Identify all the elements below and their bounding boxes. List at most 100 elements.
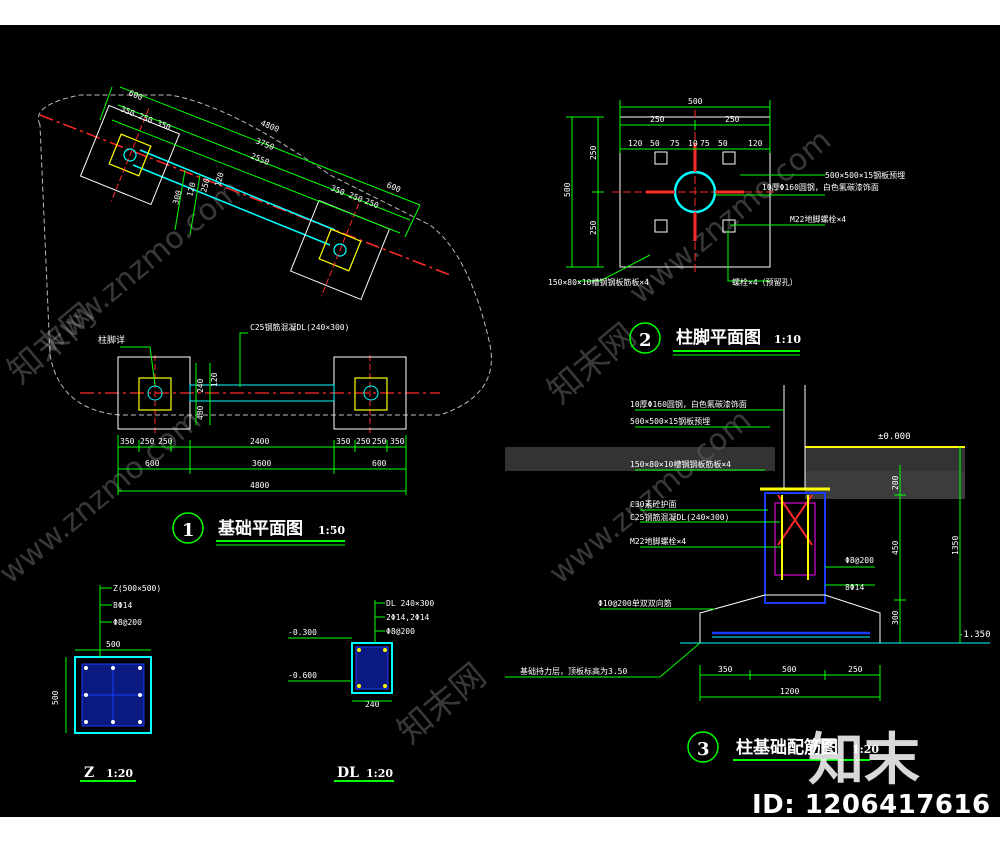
section3-label: Φ10@200单双双向筋 [598, 598, 672, 608]
watermark-url: www.znzmo.com [543, 403, 758, 592]
svg-text:2: 2 [639, 330, 652, 351]
svg-text:50: 50 [718, 139, 728, 148]
svg-text:300: 300 [171, 189, 183, 205]
svg-text:350: 350 [336, 437, 351, 446]
section3-label: 150×80×10槽钢钢板筋板×4 [630, 459, 731, 469]
svg-text:250: 250 [725, 115, 740, 124]
rotated-footing-left [79, 104, 181, 206]
z-label: Φ8@200 [113, 618, 142, 627]
svg-text:500: 500 [688, 97, 703, 106]
gravel-layer [805, 471, 965, 499]
svg-text:120: 120 [210, 372, 219, 387]
svg-text:350: 350 [119, 105, 136, 119]
watermark-cn: 知末网 [390, 656, 494, 752]
plan2-label: M22地脚螺栓×4 [790, 214, 846, 224]
section3: 10厚Φ160圆钢，白色氟碳漆饰面 500×500×15钢板预埋 150×80×… [505, 385, 991, 763]
svg-text:2400: 2400 [250, 437, 269, 446]
title-bubble-1 [172, 512, 204, 544]
plan2-label: 10厚Φ160圆钢，白色氟碳漆饰面 [762, 182, 879, 192]
rotated-beam-top [139, 149, 336, 231]
svg-text:1350: 1350 [951, 536, 960, 555]
svg-text:3600: 3600 [252, 459, 271, 468]
svg-text:250: 250 [347, 191, 364, 205]
svg-text:240: 240 [196, 378, 205, 393]
ground-hatch-right [805, 447, 965, 471]
title-section3: 柱基础配筋图 [736, 737, 838, 758]
svg-text:350: 350 [718, 665, 733, 674]
plan2-label: 150×80×10槽钢钢板筋板×4 [548, 277, 649, 287]
svg-text:10: 10 [688, 139, 698, 148]
brand-logo: 知末 [808, 728, 920, 793]
section3-label: 10厚Φ160圆钢，白色氟碳漆饰面 [630, 399, 747, 409]
title-bubble-3 [687, 731, 719, 763]
watermark-url: www.znzmo.com [0, 403, 208, 592]
svg-text:500: 500 [106, 640, 121, 649]
rotated-beam-bottom [132, 164, 331, 246]
svg-text:500: 500 [563, 182, 572, 197]
svg-text:4800: 4800 [250, 481, 269, 490]
plan1: 600 350 250 350 4800 3750 2550 350 250 2… [38, 86, 492, 546]
rotated-dims-text: 600 350 250 350 4800 3750 2550 350 250 2… [119, 89, 402, 211]
plan2-leaders [578, 174, 825, 282]
svg-text:2550: 2550 [249, 152, 270, 168]
section3-dim-lines [699, 447, 961, 701]
svg-text:3: 3 [697, 739, 710, 760]
svg-text:450: 450 [891, 540, 900, 555]
svg-text:1: 1 [182, 520, 195, 541]
level-bottom: -1.350 [958, 630, 991, 640]
svg-text:350: 350 [390, 437, 405, 446]
watermark-cn: 知末网 [0, 296, 104, 392]
dl-label: DL 240×300 [386, 599, 434, 608]
svg-text:250: 250 [589, 220, 598, 235]
svg-text:4800: 4800 [259, 119, 280, 135]
plan1-dims-text: 350 250 250 2400 350 250 250 350 600 360… [120, 437, 405, 490]
svg-text:300: 300 [891, 610, 900, 625]
svg-text:250: 250 [650, 115, 665, 124]
svg-text:1:20: 1:20 [106, 767, 133, 780]
section3-label: C25钢筋混凝DL(240×300) [630, 512, 729, 522]
anchor-bolts [654, 151, 736, 233]
svg-text:350: 350 [329, 184, 346, 198]
svg-text:120: 120 [213, 171, 225, 187]
detail-dl: DL 240×300 2Φ14,2Φ14 Φ8@200 -0.300 -0.60… [288, 599, 434, 782]
label-beam: C25钢筋混凝DL(240×300) [250, 322, 349, 332]
svg-text:350: 350 [120, 437, 135, 446]
beam-section [351, 642, 393, 694]
svg-text:1:10: 1:10 [774, 333, 801, 346]
label-pile: 柱脚详 [98, 334, 125, 346]
section3-label: M22地脚螺栓×4 [630, 536, 686, 546]
rotated-dimension-lines [99, 86, 421, 238]
svg-text:120: 120 [185, 181, 197, 197]
plan1-dim-lines [117, 435, 407, 495]
svg-text:75: 75 [670, 139, 680, 148]
svg-text:250: 250 [140, 437, 155, 446]
cad-drawing: www.znzmo.com www.znzmo.com www.znzmo.co… [0, 86, 991, 782]
section3-label: 8Φ14 [845, 583, 864, 592]
svg-text:600: 600 [127, 89, 144, 103]
z-label: Z(500×500) [113, 584, 161, 593]
svg-text:50: 50 [650, 139, 660, 148]
svg-text:480: 480 [196, 405, 205, 420]
site-boundary [38, 94, 492, 416]
pedestal [764, 492, 826, 604]
plan-beam [189, 384, 335, 402]
plan2-dim-lines [566, 100, 771, 268]
plan2-label: 螺栓×4（预留孔） [732, 277, 798, 287]
section3-label: C30素砼护面 [630, 499, 676, 509]
image-id: ID: 1206417616 [752, 790, 991, 820]
plan2-label: 500×500×15钢板预埋 [825, 170, 905, 180]
dl-level: -0.600 [288, 671, 317, 680]
svg-text:120: 120 [628, 139, 643, 148]
svg-text:3750: 3750 [254, 137, 275, 153]
title-dl: DL [337, 765, 359, 781]
dl-label: Φ8@200 [386, 627, 415, 636]
svg-text:250: 250 [589, 145, 598, 160]
svg-text:250: 250 [158, 437, 173, 446]
svg-text:1200: 1200 [780, 687, 799, 696]
dl-label: 2Φ14,2Φ14 [386, 613, 430, 622]
section3-label: 500×500×15钢板预埋 [630, 416, 710, 426]
rotated-center-line [39, 114, 451, 276]
dl-level: -0.300 [288, 628, 317, 637]
plan2-dims-text: 500 250 250 120 50 75 10 75 50 120 500 2… [563, 97, 763, 235]
svg-text:250: 250 [356, 437, 371, 446]
